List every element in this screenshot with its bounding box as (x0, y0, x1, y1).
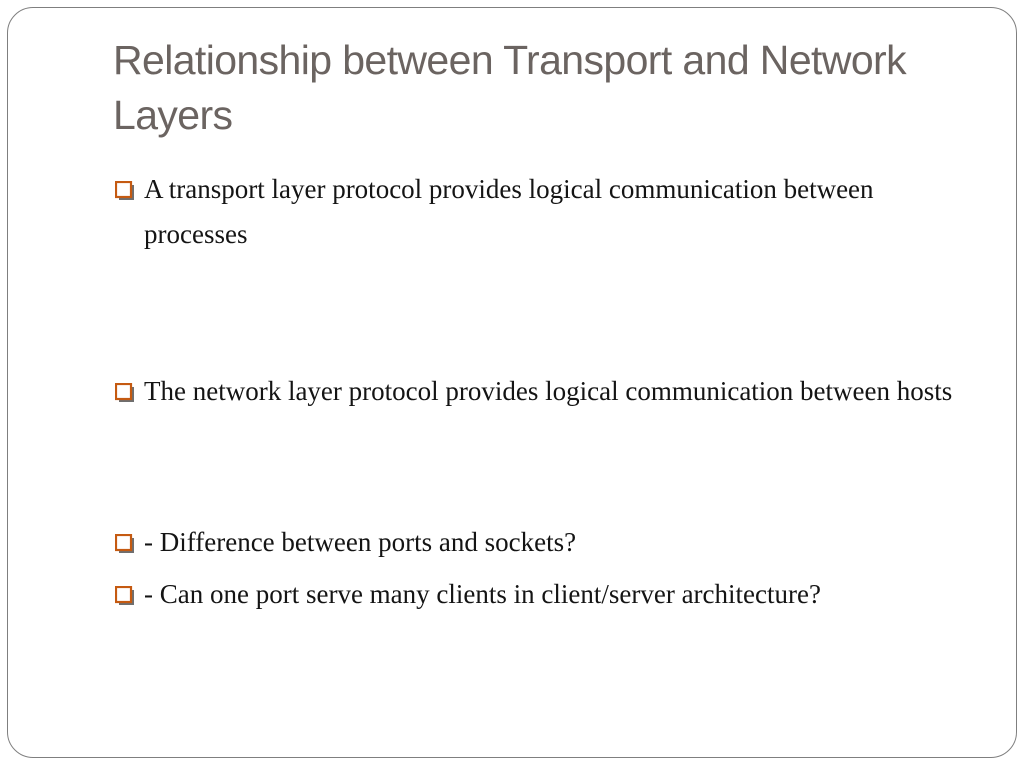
checkbox-bullet-icon (115, 534, 134, 553)
bullet-text: The network layer protocol provides logi… (144, 376, 953, 406)
checkbox-bullet-icon (115, 181, 134, 200)
bullet-item-transport-layer: A transport layer protocol provides logi… (115, 167, 975, 257)
bullet-text: A transport layer protocol provides logi… (144, 174, 874, 249)
bullet-text: - Difference between ports and sockets? (144, 527, 577, 557)
bullet-item-network-layer: The network layer protocol provides logi… (115, 369, 975, 414)
checkbox-bullet-icon (115, 383, 134, 402)
slide-frame (7, 7, 1017, 758)
slide-title: Relationship between Transport and Netwo… (113, 37, 907, 138)
bullet-text: - Can one port serve many clients in cli… (144, 579, 821, 609)
checkbox-bullet-icon (115, 586, 134, 605)
bullet-item-one-port-many-clients: - Can one port serve many clients in cli… (115, 572, 975, 617)
bullet-item-ports-sockets: - Difference between ports and sockets? (115, 520, 975, 565)
